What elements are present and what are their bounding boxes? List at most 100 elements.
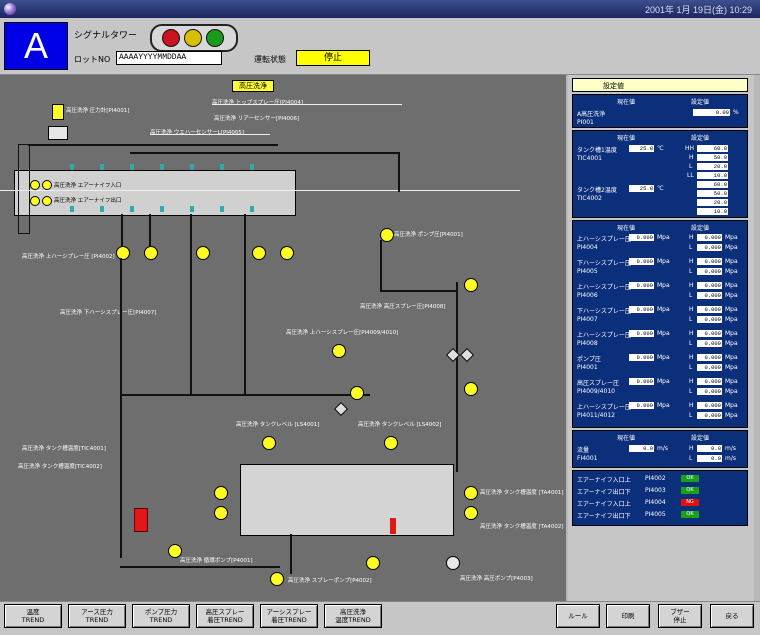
- pressure-l[interactable]: 0.000: [697, 268, 722, 275]
- h-tag: H: [689, 402, 694, 409]
- pressure-l[interactable]: 0.000: [697, 412, 722, 419]
- tank-temp1-label: 高圧洗浄 タンク槽温度[TIC4001]: [22, 446, 106, 452]
- block-main-pressure: 現在値 設定値 A高圧洗浄 PI001 0.00 %: [572, 94, 748, 128]
- pressure-h-unit: Mpa: [725, 282, 738, 289]
- nozzle-row: [70, 164, 270, 170]
- pump-high-icon: [366, 556, 380, 570]
- pressure-value: 0.000: [629, 378, 654, 385]
- pressure-h[interactable]: 0.000: [697, 234, 722, 241]
- riser-pipe: [398, 152, 400, 192]
- pressure-h-unit: Mpa: [725, 258, 738, 265]
- pipe-v1: [121, 214, 123, 246]
- temp2-l[interactable]: 20.0: [697, 199, 728, 206]
- pressure-label: 上ハーシスプレー圧: [577, 284, 631, 291]
- status-label: エアーナイフ入口上: [577, 501, 631, 508]
- l-tag: L: [689, 340, 693, 347]
- trend-button-5[interactable]: 高圧洗浄温度TREND: [324, 604, 382, 628]
- flow-unit: m/s: [657, 445, 668, 452]
- flow-id: FI4001: [577, 455, 598, 462]
- wafer-l-label: 高圧洗浄 ウエハーセンサーL[PI4005]: [150, 130, 245, 136]
- air-knife-out-label: 高圧洗浄 エアーナイフ出口: [54, 198, 122, 204]
- button-label-line2: 着圧TREND: [271, 616, 307, 624]
- pressure-l-unit: Mpa: [725, 340, 738, 347]
- pressure-l[interactable]: 0.000: [697, 292, 722, 299]
- signal-tower-icon: [150, 24, 238, 52]
- main-pressure-setpoint[interactable]: 0.00: [693, 109, 730, 116]
- pressure-h[interactable]: 0.000: [697, 306, 722, 313]
- status-id: PI4002: [645, 475, 666, 482]
- button-label-line2: TREND: [149, 616, 173, 624]
- h-tag: H: [689, 234, 694, 241]
- temp2-h[interactable]: 50.0: [697, 190, 728, 197]
- wash-tank: [240, 464, 454, 536]
- h-tag: H: [689, 378, 694, 385]
- pressure-l[interactable]: 0.000: [697, 244, 722, 251]
- spray-sensor-3: [196, 246, 210, 260]
- pipe-v5: [380, 240, 382, 290]
- pressure-l-unit: Mpa: [725, 244, 738, 251]
- operation-status-badge: 停止: [296, 50, 370, 66]
- temp1-ll[interactable]: 10.0: [697, 172, 728, 179]
- temp1-h[interactable]: 50.0: [697, 154, 728, 161]
- block-flow: 現在値 設定値 流量 FI4001 0.0 m/s H 0.0 L 0.0 m/…: [572, 430, 748, 468]
- pressure-l[interactable]: 0.000: [697, 364, 722, 371]
- gauge-housing: [48, 126, 68, 140]
- temp2-hh[interactable]: 60.0: [697, 181, 728, 188]
- pressure-h-unit: Mpa: [725, 378, 738, 385]
- trend-button-3[interactable]: 高圧スプレー着圧TREND: [196, 604, 254, 628]
- pressure-l[interactable]: 0.000: [697, 340, 722, 347]
- h-tag: H: [689, 306, 694, 313]
- air-knife-in-label: 高圧洗浄 エアーナイフ入口: [54, 183, 122, 189]
- col-measured-label: 現在値: [617, 435, 636, 442]
- pipe-v4: [244, 214, 246, 394]
- l-tag: L: [689, 455, 693, 462]
- bottom-spray-label: 高圧洗浄 下ハーシスプレー圧[PI4007]: [60, 310, 157, 316]
- flow-l[interactable]: 0.0: [697, 455, 722, 462]
- trend-button-6[interactable]: ルール: [556, 604, 600, 628]
- pressure-h-unit: Mpa: [725, 234, 738, 241]
- pressure-h[interactable]: 0.000: [697, 402, 722, 409]
- pressure-l[interactable]: 0.000: [697, 316, 722, 323]
- pressure-label: 高圧スプレー圧: [577, 380, 620, 387]
- pipe-v6: [456, 282, 458, 472]
- wafer-r-label: 高圧洗浄 リアーセンサー[PI4006]: [214, 116, 300, 122]
- status-label: エアーナイフ出口下: [577, 513, 631, 520]
- trend-button-8[interactable]: ブザー停止: [658, 604, 702, 628]
- pressure-h[interactable]: 0.000: [697, 354, 722, 361]
- status-badge: OK: [681, 511, 699, 518]
- pressure-h-unit: Mpa: [725, 354, 738, 361]
- tank-level-sensor-r: [384, 436, 398, 450]
- temp1-hh[interactable]: 60.0: [697, 145, 728, 152]
- main-pressure-id: PI001: [577, 119, 594, 126]
- status-label: エアーナイフ出口下: [577, 489, 631, 496]
- pressure-value: 0.000: [629, 234, 654, 241]
- pressure-unit: Mpa: [657, 234, 670, 241]
- pressure-h[interactable]: 0.000: [697, 258, 722, 265]
- pressure-id: PI4001: [577, 364, 598, 371]
- temp2-unit: ℃: [657, 185, 664, 192]
- pressure-gauge-label: 高圧洗浄 圧力計[PI4001]: [66, 108, 130, 114]
- diagram-title: 高圧洗浄: [232, 80, 274, 92]
- air-knife-out-sensor-2: [42, 196, 52, 206]
- pressure-l[interactable]: 0.000: [697, 388, 722, 395]
- pressure-h-unit: Mpa: [725, 330, 738, 337]
- pressure-id: PI4011/4012: [577, 412, 615, 419]
- pressure-unit: Mpa: [657, 378, 670, 385]
- pressure-h[interactable]: 0.000: [697, 330, 722, 337]
- flow-h[interactable]: 0.0: [697, 445, 722, 452]
- pressure-h[interactable]: 0.000: [697, 282, 722, 289]
- temp1-l[interactable]: 20.0: [697, 163, 728, 170]
- tank-level-r-label: 高圧洗浄 タンクレベル [LS4002]: [358, 422, 442, 428]
- pressure-h[interactable]: 0.000: [697, 378, 722, 385]
- trend-button-9[interactable]: 戻る: [710, 604, 754, 628]
- temp2-ll[interactable]: 10.0: [697, 208, 728, 215]
- trend-button-7[interactable]: 印刷: [606, 604, 650, 628]
- pressure-l-unit: Mpa: [725, 268, 738, 275]
- h-tag: H: [689, 330, 694, 337]
- trend-button-4[interactable]: アーシスプレー着圧TREND: [260, 604, 318, 628]
